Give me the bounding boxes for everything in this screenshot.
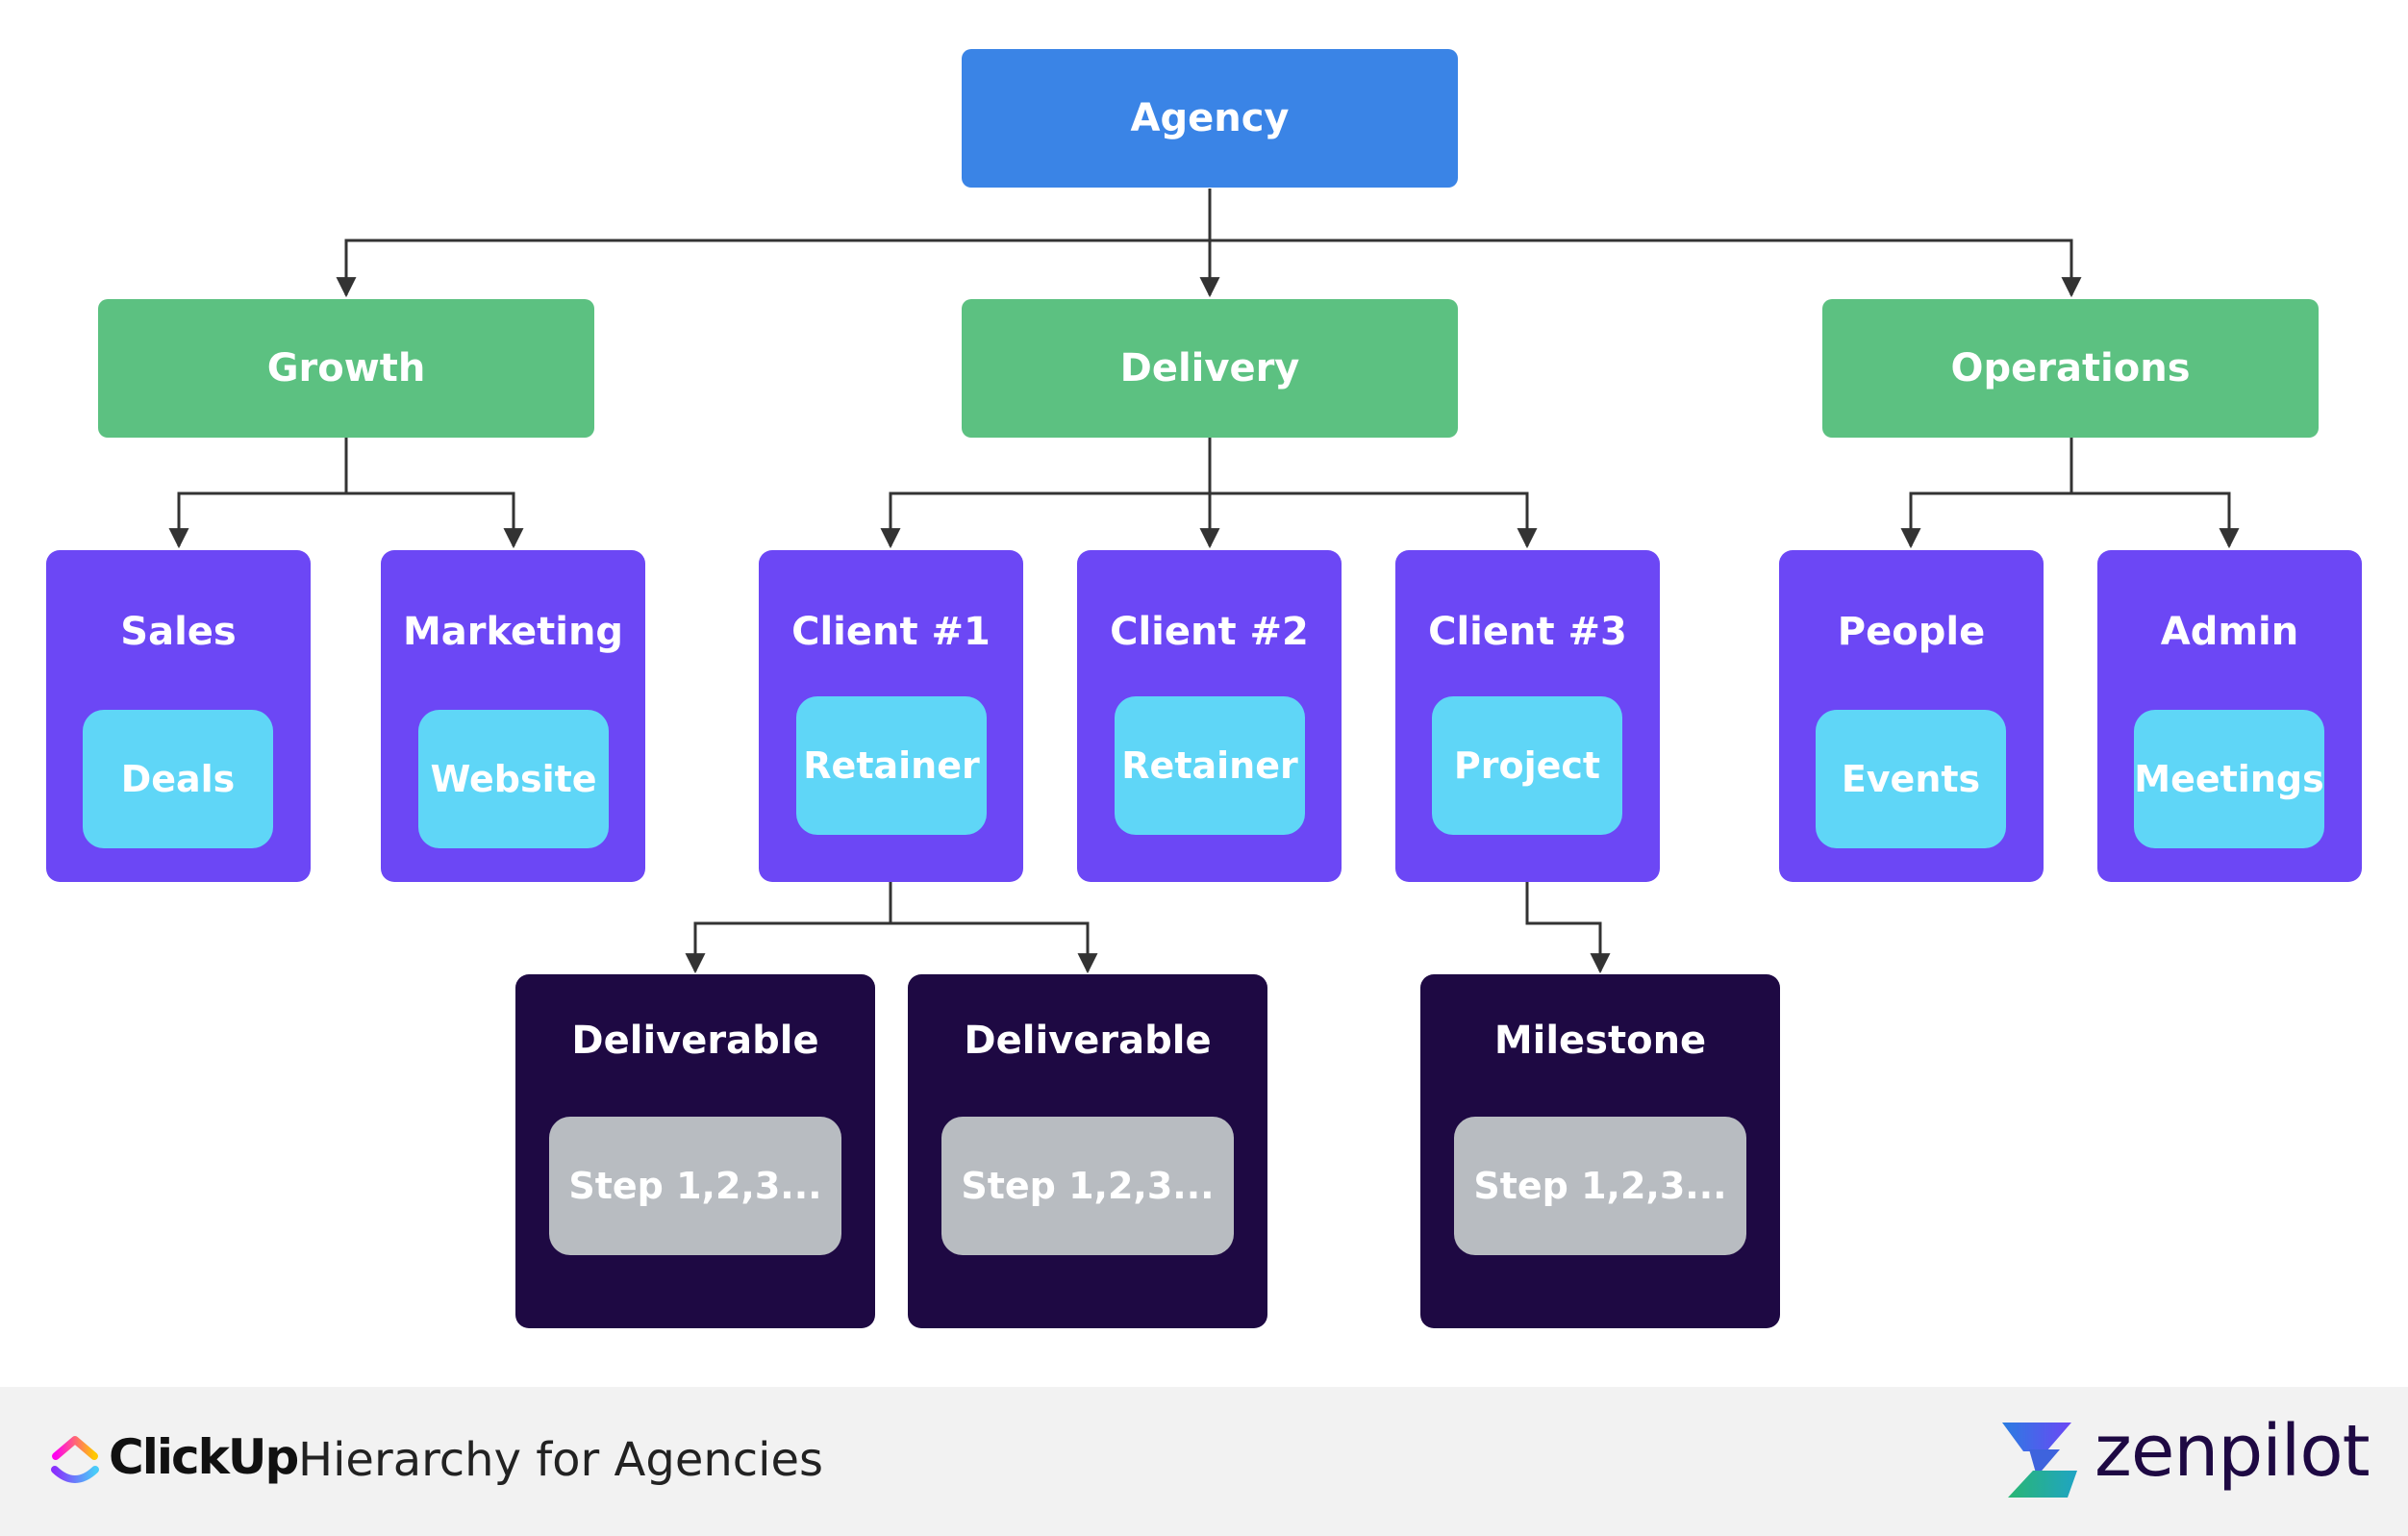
sales-folder[interactable]: Sales Deals (46, 550, 311, 882)
footer-bar (0, 1387, 2408, 1536)
deliverable-task-2-label: Deliverable (964, 1019, 1212, 1063)
admin-folder[interactable]: Admin Meetings (2097, 550, 2362, 882)
growth-label: Growth (266, 346, 426, 390)
retainer-list-client-2[interactable]: Retainer (1115, 696, 1305, 835)
agency-node[interactable]: Agency (962, 49, 1458, 188)
connector-agency-operations (1210, 239, 2082, 298)
deliverable-task-1[interactable]: Deliverable Step 1,2,3... (515, 974, 875, 1328)
deals-list[interactable]: Deals (83, 710, 273, 848)
connector-operations-admin (2071, 491, 2240, 549)
milestone-task[interactable]: Milestone Step 1,2,3... (1420, 974, 1780, 1328)
connector-agency-growth (336, 189, 1212, 298)
meetings-list[interactable]: Meetings (2134, 710, 2324, 848)
people-folder[interactable]: People Events (1779, 550, 2044, 882)
client-2-folder[interactable]: Client #2 Retainer (1077, 550, 1342, 882)
agency-label: Agency (1130, 96, 1290, 140)
connector-retainer-deliverable-2 (890, 921, 1098, 974)
admin-folder-label: Admin (2160, 610, 2299, 654)
sales-folder-label: Sales (120, 610, 237, 654)
client-1-folder-label: Client #1 (791, 610, 991, 654)
people-folder-label: People (1837, 610, 1986, 654)
operations-node[interactable]: Operations (1822, 299, 2319, 438)
subtask-steps-3[interactable]: Step 1,2,3... (1454, 1117, 1746, 1255)
client-3-folder[interactable]: Client #3 Project (1395, 550, 1660, 882)
events-list[interactable]: Events (1816, 710, 2006, 848)
operations-label: Operations (1950, 346, 2191, 390)
zenpilot-logo-icon (2002, 1423, 2077, 1498)
clickup-logo-icon (51, 1436, 99, 1483)
retainer-list-client-1[interactable]: Retainer (796, 696, 987, 835)
deliverable-task-1-label: Deliverable (571, 1019, 819, 1063)
connector-operations-people (1900, 438, 2073, 549)
marketing-folder[interactable]: Marketing Website (381, 550, 645, 882)
client-1-folder[interactable]: Client #1 Retainer (759, 550, 1023, 882)
connector-growth-marketing (346, 491, 524, 549)
client-3-folder-label: Client #3 (1428, 610, 1627, 654)
deliverable-task-2[interactable]: Deliverable Step 1,2,3... (908, 974, 1267, 1328)
marketing-folder-label: Marketing (402, 610, 624, 654)
project-list[interactable]: Project (1432, 696, 1622, 835)
growth-node[interactable]: Growth (98, 299, 594, 438)
clickup-wordmark: ClickUp (109, 1429, 299, 1485)
client-2-folder-label: Client #2 (1110, 610, 1309, 654)
milestone-task-label: Milestone (1493, 1019, 1707, 1063)
subtask-steps-1[interactable]: Step 1,2,3... (549, 1117, 841, 1255)
connector-growth-sales (168, 438, 348, 549)
zenpilot-wordmark: zenpilot (2094, 1410, 2370, 1493)
website-list[interactable]: Website (418, 710, 609, 848)
subtask-steps-2[interactable]: Step 1,2,3... (941, 1117, 1234, 1255)
footer-title: Hierarchy for Agencies (298, 1433, 824, 1487)
connector-delivery-client3 (1210, 491, 1538, 549)
delivery-label: Delivery (1119, 346, 1300, 390)
delivery-node[interactable]: Delivery (962, 299, 1458, 438)
connector-delivery-client1 (880, 438, 1212, 549)
